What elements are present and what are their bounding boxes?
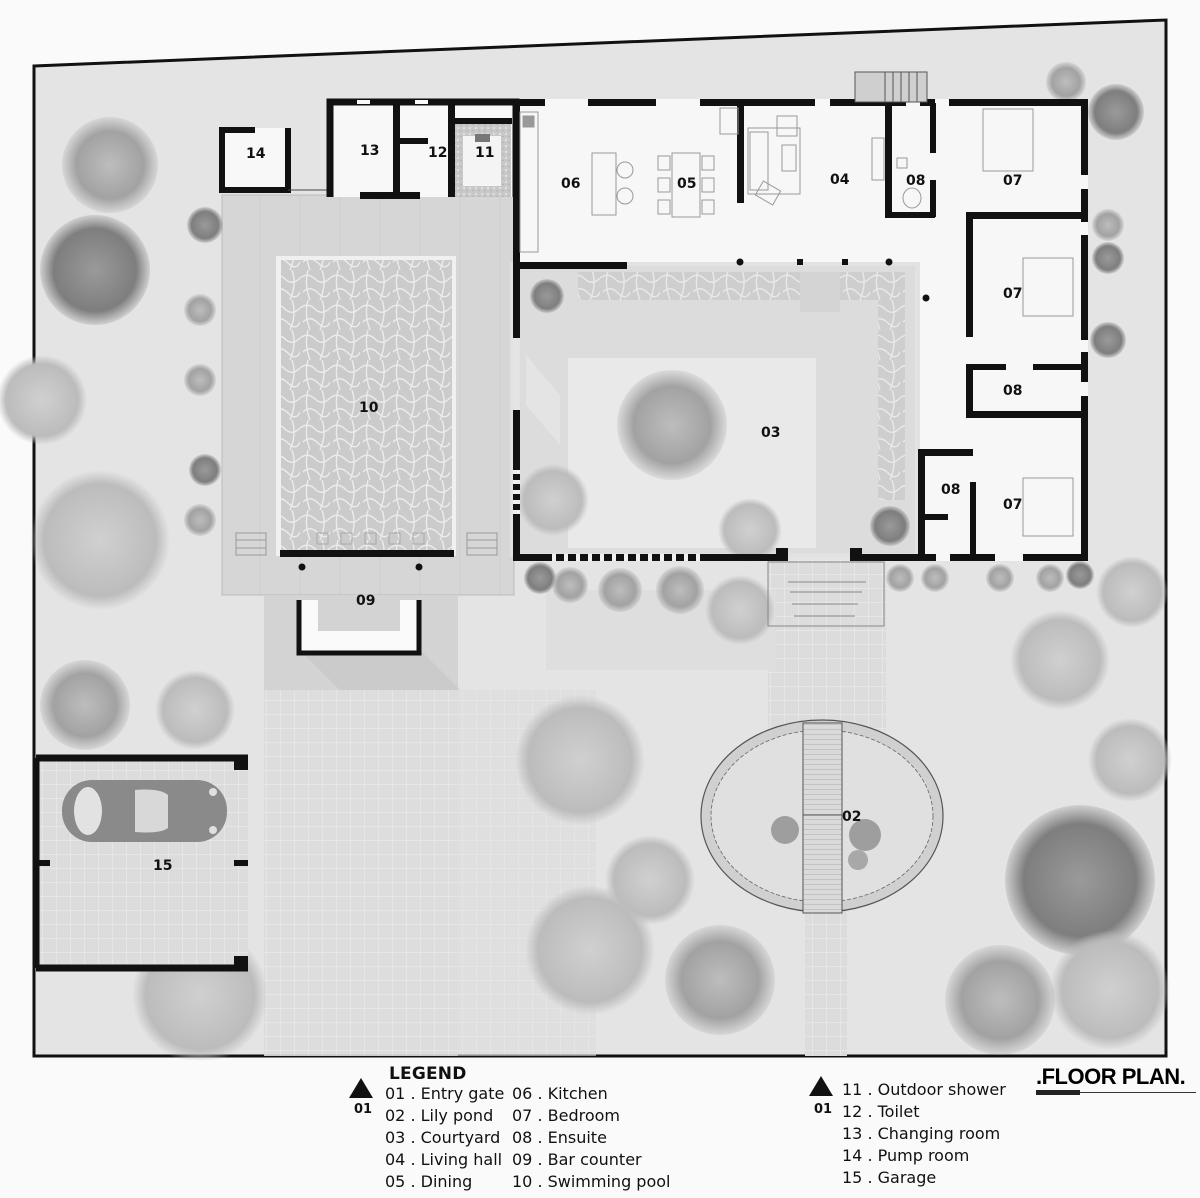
legend-item: 13 . Changing room [842,1124,1001,1143]
room-label-15: 15 [153,858,172,874]
room-label-08-bottom: 08 [941,482,960,498]
legend-item: 11 . Outdoor shower [842,1080,1006,1099]
room-label-09: 09 [356,593,375,609]
columns [736,258,930,302]
pump-room [219,127,330,193]
room-label-06: 06 [561,176,580,192]
bar-counter [296,600,422,656]
legend-heading: LEGEND [389,1064,467,1084]
legend-column-2: 06 . Kitchen 07 . Bedroom 08 . Ensuite 0… [512,1083,670,1193]
room-label-08-middle: 08 [1003,383,1022,399]
pool-steps-right [466,532,498,556]
north-arrow-triangle-icon [809,1076,833,1096]
legend-column-3: 11 . Outdoor shower 12 . Toilet 13 . Cha… [842,1079,1006,1189]
room-label-10: 10 [359,400,379,416]
room-label-12: 12 [428,145,447,161]
legend-item: 03 . Courtyard [385,1128,501,1147]
room-label-04: 04 [830,172,850,188]
legend-item: 14 . Pump room [842,1146,970,1165]
room-label-07-bottom: 07 [1003,497,1022,513]
title-underline [1036,1092,1196,1093]
room-label-11: 11 [475,145,494,161]
legend-item: 06 . Kitchen [512,1084,608,1103]
legend-item: 12 . Toilet [842,1102,920,1121]
legend-item: 05 . Dining [385,1172,473,1191]
north-arrow-triangle-icon [349,1078,373,1098]
car-icon [62,780,227,842]
pool-steps-left [235,532,267,556]
room-label-02: 02 [842,809,861,825]
legend-item: 08 . Ensuite [512,1128,607,1147]
title-underline-accent [1036,1090,1080,1095]
room-label-05: 05 [677,176,696,192]
legend-item: 04 . Living hall [385,1150,503,1169]
legend-item: 09 . Bar counter [512,1150,642,1169]
legend-item: 01 . Entry gate [385,1084,505,1103]
jali-walls [513,338,700,561]
drawing-title: .FLOOR PLAN. [1036,1064,1186,1089]
trees [0,62,1172,1060]
floor-plan-drawing: 02 03 04 05 06 07 07 07 08 08 08 09 10 1… [0,18,1172,1060]
garage [32,754,248,972]
lily-pond [700,719,944,914]
paving [264,560,886,1056]
room-label-07-top: 07 [1003,173,1022,189]
legend-column-1: 01 . Entry gate 02 . Lily pond 03 . Cour… [385,1083,504,1193]
swimming-pool [235,256,498,571]
second-marker-label: 01 [814,1102,833,1117]
room-label-14: 14 [246,146,266,162]
stairs [854,71,928,103]
legend-item: 07 . Bedroom [512,1106,620,1125]
courtyard [517,266,915,562]
room-label-03: 03 [761,425,780,441]
north-marker-label: 01 [354,1102,373,1117]
entry-steps [767,561,885,627]
room-labels: 02 03 04 05 06 07 07 07 08 08 08 09 10 1… [153,143,1022,874]
room-label-08-top: 08 [906,173,925,189]
furniture [519,107,1074,537]
legend-item: 15 . Garage [842,1168,937,1187]
room-label-07-middle: 07 [1003,286,1022,302]
legend-item: 10 . Swimming pool [512,1172,671,1191]
room-label-13: 13 [360,143,379,159]
legend-item: 02 . Lily pond [385,1106,494,1125]
